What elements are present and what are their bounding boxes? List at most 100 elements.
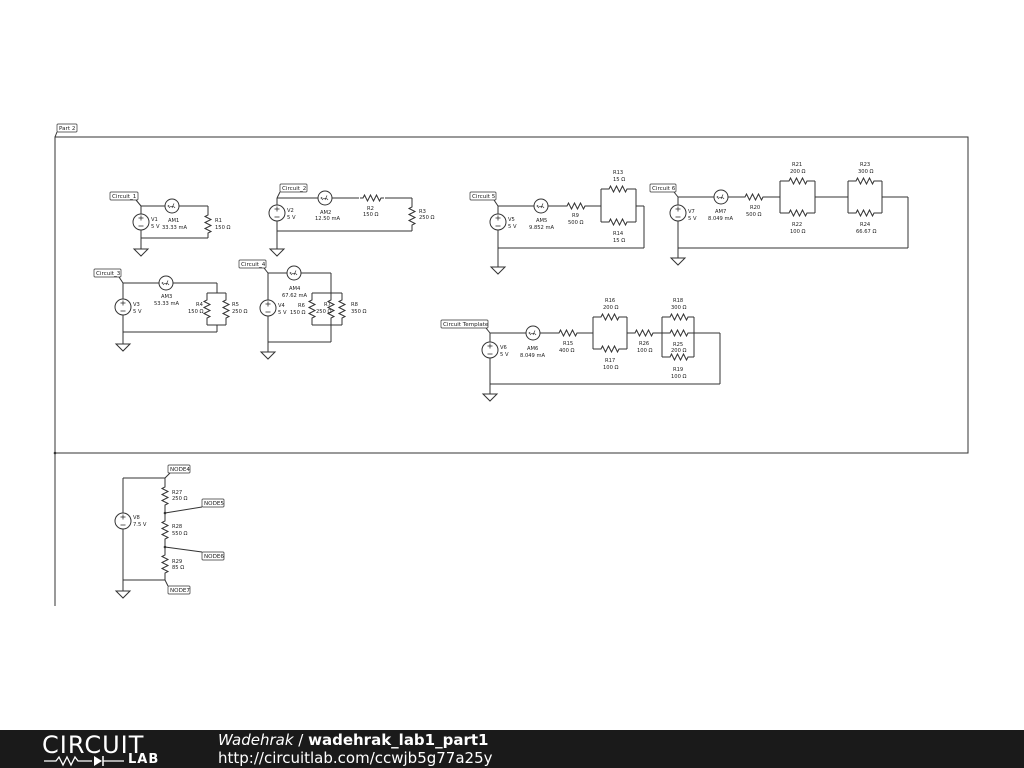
svg-text:R3: R3 — [419, 209, 426, 215]
resistor-r1[interactable] — [204, 211, 212, 237]
voltage-source-v4[interactable] — [259, 299, 277, 317]
resistor-r19[interactable] — [666, 353, 692, 361]
svg-text:NODE6: NODE6 — [204, 554, 224, 560]
svg-text:66.67 Ω: 66.67 Ω — [856, 229, 876, 235]
voltage-source-v5[interactable] — [489, 213, 507, 231]
circuit-4-flag[interactable] — [238, 259, 267, 269]
resistor-r15[interactable] — [555, 329, 581, 337]
svg-text:8.049 mA: 8.049 mA — [520, 353, 546, 359]
ammeter-am1[interactable] — [164, 198, 180, 214]
resistor-r4[interactable] — [203, 296, 211, 322]
resistor-r18[interactable] — [666, 313, 692, 321]
svg-text:5 V: 5 V — [133, 309, 142, 315]
svg-text:400 Ω: 400 Ω — [559, 348, 575, 354]
svg-text:R14: R14 — [613, 231, 624, 237]
svg-text:Circuit Template: Circuit Template — [443, 322, 489, 328]
ammeter-am5[interactable] — [533, 198, 549, 214]
ammeter-am3[interactable] — [158, 275, 174, 291]
resistor-r26[interactable] — [631, 329, 657, 337]
svg-text:AM3: AM3 — [161, 294, 172, 300]
circuit-5-flag[interactable] — [469, 191, 497, 201]
svg-text:150 Ω: 150 Ω — [363, 212, 379, 218]
circuit-2-flag[interactable] — [279, 183, 308, 193]
resistor-r6[interactable] — [308, 296, 316, 322]
svg-text:AM6: AM6 — [527, 346, 538, 352]
resistor-r28[interactable] — [161, 517, 169, 543]
svg-text:100 Ω: 100 Ω — [637, 348, 653, 354]
svg-text:V6: V6 — [500, 345, 507, 351]
resistor-r17[interactable] — [597, 345, 623, 353]
resistor-r20[interactable] — [741, 193, 767, 201]
project-name[interactable]: wadehrak_lab1_part1 — [308, 731, 489, 749]
ground-icon — [482, 389, 498, 402]
node7-flag[interactable] — [167, 585, 191, 595]
ammeter-am4[interactable] — [286, 265, 302, 281]
ground-icon — [269, 244, 285, 257]
ammeter-am6[interactable] — [525, 325, 541, 341]
voltage-source-v2[interactable] — [268, 204, 286, 222]
resistor-r8[interactable] — [338, 296, 346, 322]
svg-text:250 Ω: 250 Ω — [316, 309, 332, 315]
voltage-source-v6[interactable] — [481, 341, 499, 359]
svg-text:V7: V7 — [688, 209, 695, 215]
resistor-r13[interactable] — [605, 185, 631, 193]
svg-text:R17: R17 — [605, 358, 615, 364]
resistor-r23[interactable] — [852, 177, 878, 185]
voltage-source-v8[interactable] — [114, 512, 132, 530]
node6-flag[interactable] — [201, 551, 225, 561]
svg-text:AM2: AM2 — [320, 210, 331, 216]
circuitlab-logo[interactable]: CIRCUIT LAB — [42, 731, 182, 767]
svg-text:R28: R28 — [172, 524, 182, 530]
voltage-source-v7[interactable] — [669, 204, 687, 222]
ground-icon — [115, 339, 131, 352]
resistor-r25[interactable] — [666, 329, 692, 337]
svg-text:350 Ω: 350 Ω — [351, 309, 367, 315]
logo-lab-text: LAB — [128, 752, 160, 767]
svg-text:V4: V4 — [278, 303, 286, 309]
resistor-r27[interactable] — [161, 483, 169, 509]
svg-text:R25: R25 — [673, 342, 683, 348]
svg-text:R16: R16 — [605, 298, 615, 304]
svg-text:AM1: AM1 — [168, 218, 179, 224]
voltage-source-v1[interactable] — [132, 213, 150, 231]
circuit-6-flag[interactable] — [649, 183, 677, 193]
resistor-r21[interactable] — [785, 177, 811, 185]
svg-text:R9: R9 — [572, 213, 579, 219]
resistor-r16[interactable] — [597, 313, 623, 321]
resistor-r24[interactable] — [852, 209, 878, 217]
ground-icon — [490, 262, 506, 275]
svg-text:5 V: 5 V — [688, 216, 697, 222]
author-link[interactable]: Wadehrak — [218, 731, 294, 749]
node4-flag[interactable] — [167, 464, 191, 474]
resistor-r14[interactable] — [605, 218, 631, 226]
node5-flag[interactable] — [201, 498, 225, 508]
ammeter-am7[interactable] — [713, 189, 729, 205]
svg-text:100 Ω: 100 Ω — [671, 374, 687, 380]
part2-flag[interactable]: Part 2 — [54, 123, 78, 138]
voltage-divider: NODE4 NODE5 NODE6 NODE7 V8 7.5 V R27 250… — [114, 464, 225, 599]
schematic-canvas[interactable]: Part 2 Circuit_1 V1 5 V AM1 33.33 mA R1 … — [0, 0, 1024, 730]
voltage-source-v3[interactable] — [114, 298, 132, 316]
circuit-template-flag[interactable] — [440, 319, 489, 329]
logo-circuit-text: CIRCUIT — [42, 731, 145, 759]
svg-text:R7: R7 — [324, 302, 331, 308]
svg-text:8.049 mA: 8.049 mA — [708, 216, 734, 222]
resistor-r22[interactable] — [785, 209, 811, 217]
circuit-1-flag[interactable] — [109, 191, 139, 201]
circuit-1: Circuit_1 V1 5 V AM1 33.33 mA R1 150 Ω — [109, 191, 231, 257]
resistor-r29[interactable] — [161, 551, 169, 577]
project-url[interactable]: http://circuitlab.com/ccwjb5g77a25y — [218, 749, 493, 767]
svg-text:300 Ω: 300 Ω — [858, 169, 874, 175]
svg-text:R22: R22 — [792, 222, 802, 228]
circuit-3-flag[interactable] — [93, 268, 122, 278]
svg-text:100 Ω: 100 Ω — [790, 229, 806, 235]
svg-text:85 Ω: 85 Ω — [172, 565, 184, 571]
svg-text:V3: V3 — [133, 302, 140, 308]
svg-text:R5: R5 — [232, 302, 239, 308]
project-title: Wadehrak / wadehrak_lab1_part1 — [218, 731, 488, 749]
circuit-3: Circuit_3 V3 5 V AM3 53.33 mA R4 150 Ω R… — [93, 268, 248, 352]
svg-text:R4: R4 — [196, 302, 204, 308]
ammeter-am2[interactable] — [317, 190, 333, 206]
resistor-r5[interactable] — [222, 296, 230, 322]
resistor-r9[interactable] — [563, 202, 589, 210]
